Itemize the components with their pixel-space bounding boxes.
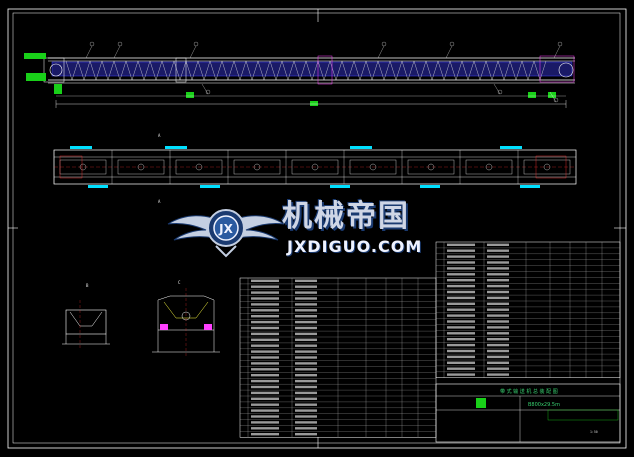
section-view-large: C bbox=[152, 280, 220, 356]
section-view-small: B bbox=[62, 283, 110, 348]
logo-letters: JX bbox=[218, 222, 233, 236]
section-label-a2: A bbox=[158, 199, 161, 204]
title-block: 带 式 输 送 机 总 装 配 图 B800x29.5m 1:50 bbox=[435, 383, 621, 443]
title-line: 带 式 输 送 机 总 装 配 图 bbox=[500, 388, 558, 395]
parts-list-right bbox=[435, 241, 621, 378]
parts-list-left bbox=[239, 277, 437, 438]
plan-view: A A bbox=[53, 133, 577, 204]
belt-upper bbox=[51, 61, 573, 77]
section-label-a: A bbox=[158, 133, 161, 138]
tail-pulley bbox=[49, 63, 63, 77]
watermark-brand-cn: 机械帝国 bbox=[282, 199, 410, 234]
title-model: B800x29.5m bbox=[528, 402, 560, 408]
sheet-outer-border bbox=[7, 8, 627, 449]
head-pulley bbox=[558, 62, 574, 78]
elevation-view bbox=[24, 41, 575, 108]
view-label-c: C bbox=[178, 280, 181, 285]
view-label-b: B bbox=[86, 283, 89, 288]
watermark-logo: JX bbox=[167, 209, 285, 258]
title-scale: 1:50 bbox=[590, 430, 598, 434]
watermark-brand-en: JXDIGUO.COM bbox=[287, 237, 423, 256]
